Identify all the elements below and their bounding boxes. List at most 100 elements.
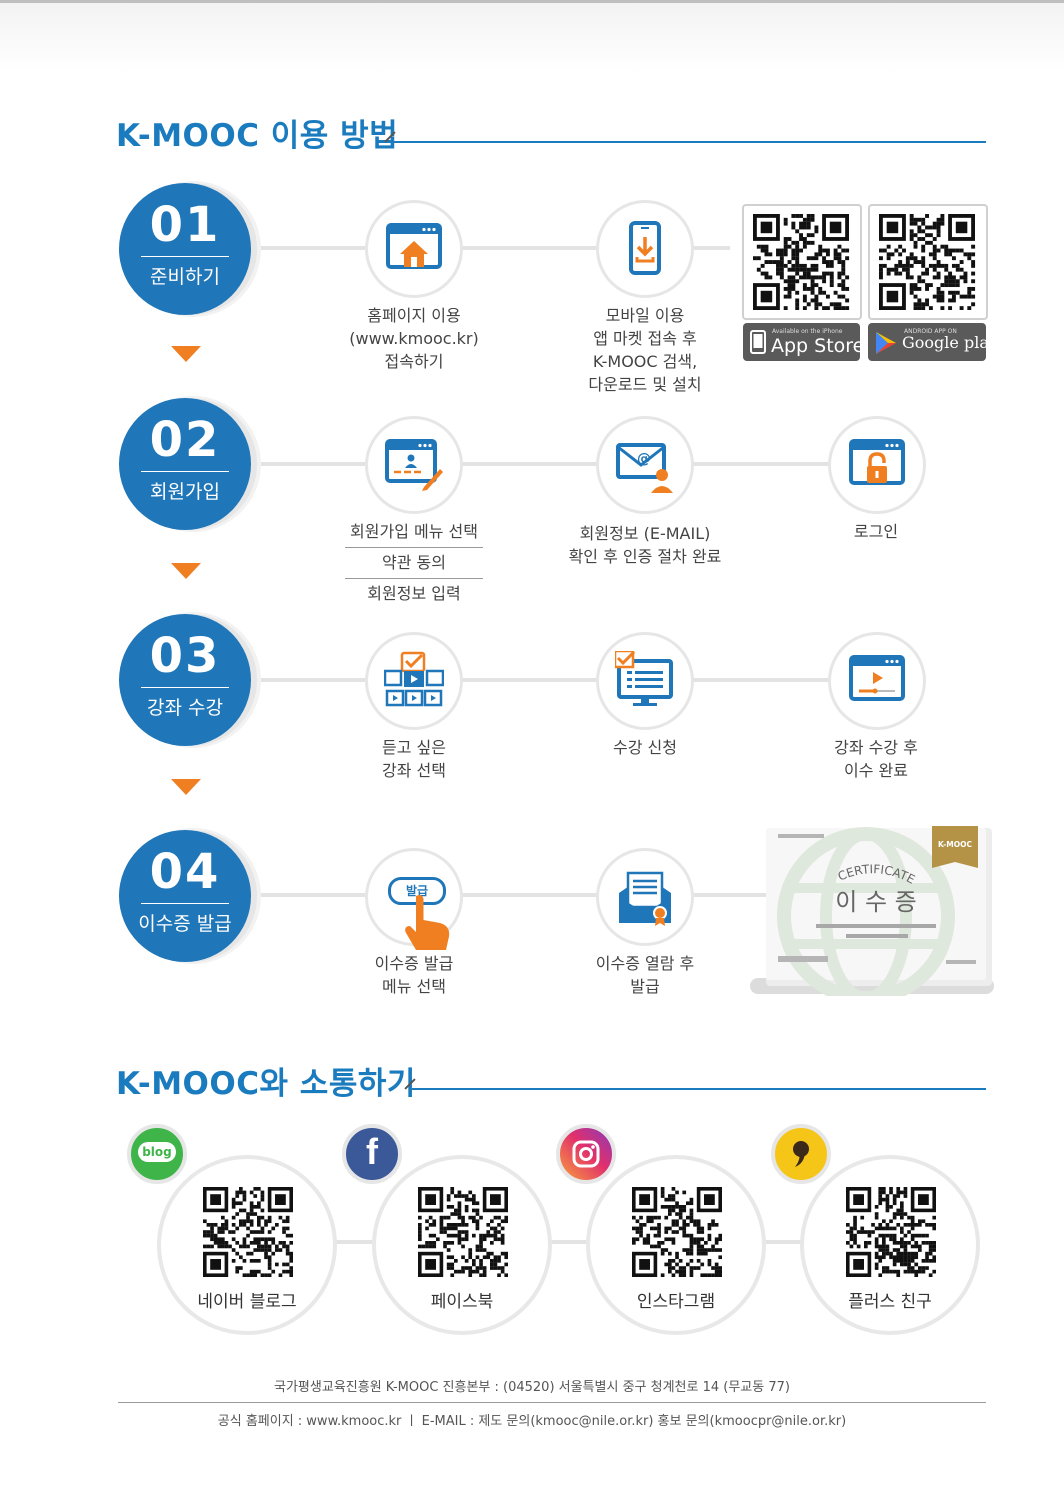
down-arrow-icon [171,563,201,579]
caption-line: 이수증 열람 후 [595,954,695,973]
iphone-icon [750,330,766,354]
down-arrow-icon [171,346,201,362]
certificate-view-icon-circle [596,848,694,946]
qr-code-icon [418,1187,508,1277]
caption-line: 메뉴 선택 [382,977,446,996]
sns-label: 네이버 블로그 [197,1292,297,1312]
caption-line: 약관 동의 [382,553,446,572]
login-icon-circle [828,416,926,514]
instagram-icon[interactable] [556,1124,616,1184]
section-title-usage: K-MOOC 이용 방법 [116,118,399,154]
step-divider [141,687,229,688]
caption-course-select: 듣고 싶은 강좌 선택 [314,736,514,782]
certificate-envelope-icon [619,871,671,926]
caption-line: 강좌 선택 [382,761,446,780]
googleplay-small-text: ANDROID APP ON [904,328,957,335]
caption-line: 회원정보 입력 [367,584,461,603]
issue-menu-icon-circle: 발급 [365,848,463,950]
caption-line: 이수증 발급 [374,954,454,973]
caption-line: 듣고 싶은 [382,738,446,757]
caption-line: 모바일 이용 [605,306,685,325]
signup-icon-circle [365,416,463,514]
kakao-plus-friend-icon[interactable] [771,1124,831,1184]
blog-badge-text: blog [138,1142,176,1162]
step-03: 03 강좌 수강 [119,614,251,746]
step-02: 02 회원가입 [119,398,251,530]
qr-code-icon [753,214,850,310]
step-number: 01 [149,197,221,253]
course-select-icon [384,651,444,707]
appstore-button[interactable]: Available on the iPhone App Store [743,323,864,361]
svg-text:@: @ [637,451,651,467]
qr-code-icon [632,1187,722,1277]
qr-code-icon [203,1187,293,1277]
caption-line: 수강 신청 [613,738,677,757]
signup-form-icon [385,439,443,491]
sns-plus-friend[interactable]: 플러스 친구 [800,1155,980,1335]
caption-homepage: 홈페이지 이용 (www.kmooc.kr) 접속하기 [314,304,514,373]
email-icon-circle: @ [596,416,694,514]
step-number: 03 [149,628,221,684]
section-title-line [392,141,986,143]
footer-divider [118,1402,986,1403]
caption-line: 접속하기 [384,352,444,371]
caption-signup: 회원가입 메뉴 선택 약관 동의 회원정보 입력 [314,520,514,605]
step-01: 01 준비하기 [119,183,251,315]
finger-tap-icon [405,895,450,950]
email-verify-icon: @ [616,443,673,493]
appstore-qr-code[interactable] [742,204,862,320]
section-title-communication: K-MOOC와 소통하기 [116,1066,416,1102]
caption-line: 회원정보 (E-MAIL) [579,524,711,543]
course-select-icon-circle [365,632,463,730]
instagram-glyph-icon [572,1140,600,1168]
appstore-small-text: Available on the iPhone [772,328,843,335]
googleplay-qr-code[interactable] [868,204,988,320]
facebook-icon[interactable]: f [342,1124,402,1184]
googleplay-text: Google play [902,333,998,352]
sns-label: 플러스 친구 [848,1292,932,1312]
caption-divider [345,578,483,579]
caption-apply: 수강 신청 [545,736,745,759]
certificate-illustration: K-MOOC CERTIFICATE 이 수 증 [748,826,994,1005]
step-04: 04 이수증 발급 [119,830,251,962]
course-apply-icon [615,651,673,706]
video-player-icon [849,655,905,701]
top-border [0,0,1064,3]
step-number: 04 [149,844,221,900]
sns-facebook[interactable]: 페이스북 [372,1155,552,1335]
caption-divider [345,547,483,548]
sns-label: 인스타그램 [636,1292,716,1312]
step-divider [141,256,229,257]
caption-line: 다운로드 및 설치 [588,375,702,394]
caption-line: 확인 후 인증 절차 완료 [568,547,722,566]
sns-instagram[interactable]: 인스타그램 [586,1155,766,1335]
top-shade [0,3,1064,73]
caption-certificate-view: 이수증 열람 후 발급 [545,952,745,998]
caption-line: 앱 마켓 접속 후 [593,329,697,348]
certificate-icon: K-MOOC CERTIFICATE 이 수 증 [750,826,994,1005]
facebook-letter: f [366,1131,378,1172]
section-title-line [412,1088,986,1090]
down-arrow-icon [171,779,201,795]
step2-connector [250,462,890,466]
caption-email: 회원정보 (E-MAIL) 확인 후 인증 절차 완료 [545,522,745,568]
caption-line: (www.kmooc.kr) [349,329,479,348]
caption-line: 홈페이지 이용 [367,306,461,325]
sns-naver-blog[interactable]: 네이버 블로그 [157,1155,337,1335]
googleplay-button[interactable]: ANDROID APP ON Google play [868,323,998,361]
appstore-text: App Store [771,335,865,357]
step-label: 이수증 발급 [138,913,232,935]
google-play-icon [876,332,896,354]
naver-blog-icon[interactable]: blog [127,1124,187,1184]
sns-label: 페이스북 [430,1292,494,1312]
sns-connector [300,1240,860,1244]
step-number: 02 [149,412,221,468]
caption-line: 로그인 [853,522,899,541]
apply-icon-circle [596,632,694,730]
step3-connector [250,678,890,682]
caption-complete: 강좌 수강 후 이수 완료 [776,736,976,782]
mobile-download-icon [629,221,661,275]
caption-issue-menu: 이수증 발급 메뉴 선택 [314,952,514,998]
kakao-quote-glyph-icon [793,1141,809,1167]
caption-login: 로그인 [776,520,976,543]
